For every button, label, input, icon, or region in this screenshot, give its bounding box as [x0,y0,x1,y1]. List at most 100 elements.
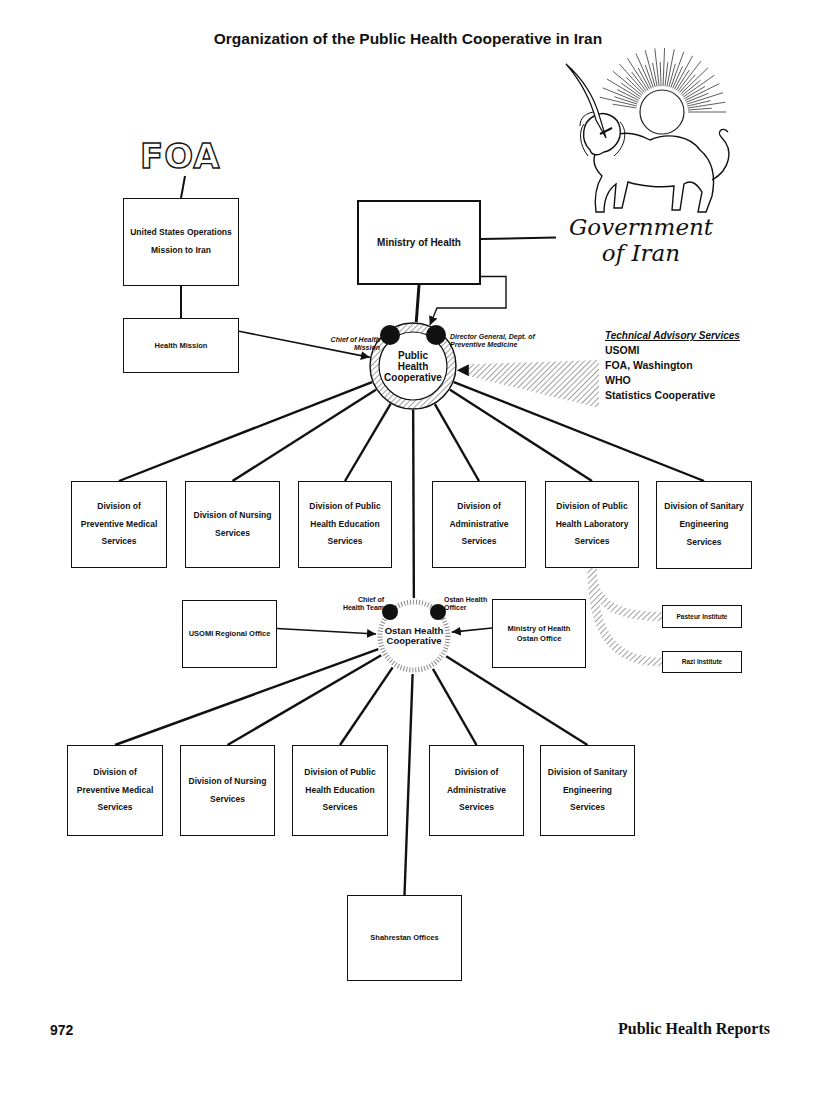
sun-ray [600,97,637,106]
connector [450,390,592,481]
node-text: Division of Administrative Services [435,764,518,818]
sun-ray [626,77,643,94]
sun-ray [603,88,638,102]
node-text: Ministry of Health [377,236,461,250]
officer-dot [430,604,446,620]
connector [433,669,477,745]
node-text: Division of Public Health Laboratory Ser… [551,498,633,552]
node-text: USOMI [605,343,765,358]
beam-shading [469,360,599,408]
node-text: United States Operations Mission to Iran [129,224,233,260]
connector [181,176,185,198]
org-box: Division of Sanitary Engineering Service… [656,481,752,569]
sun-ray [632,72,646,91]
node-text: Shahrestan Offices [370,933,438,943]
org-box: Division of Nursing Services [185,481,280,568]
sun-ray [660,62,662,86]
node-text: Division of Nursing Services [191,507,274,543]
node-text: Technical Advisory Services [605,328,765,343]
node-text: Government of Iran [556,214,726,266]
officer-label: Chief of Health Mission [318,336,380,352]
sun-ray [687,93,723,104]
org-box: United States Operations Mission to Iran [123,198,239,286]
circle-text-holder: Public Health Cooperative [369,322,457,410]
advisory-beam [457,360,599,408]
officer-dot [426,325,446,345]
cooperative-circle: Public Health Cooperative [369,322,457,410]
node-text: WHO [605,373,765,388]
connector [180,286,182,318]
node-text: Razi Institute [682,658,722,666]
node-text: Ostan Health Cooperative [384,626,444,647]
node-text: FOA [140,136,230,176]
connector [340,667,393,745]
node-text: Division of Administrative Services [438,498,520,552]
node-text: USOMI Regional Office [189,629,271,639]
shaded-link [592,568,662,617]
circle-text-holder: Ostan Health Cooperative [376,598,452,674]
page-number: 972 [50,1022,110,1038]
sun-ray [682,80,701,95]
org-box: Pasteur Institute [662,605,742,628]
sun-ray [653,63,658,87]
org-box: Ministry of Health [357,200,481,285]
sun-ray [663,48,665,86]
sun-ray [636,54,651,89]
officer-dot [380,325,400,345]
org-box: Division of Public Health Education Serv… [298,481,392,568]
connector [452,628,492,632]
sun-ray [607,79,640,99]
node-text: Statistics Cooperative [605,388,765,403]
org-box: Ministry of Health Ostan Office [492,599,586,668]
officer-dot [382,604,398,620]
agency-logo: FOA [140,136,230,176]
connector [239,331,370,357]
sun-ray [655,48,659,86]
node-text: Ministry of Health Ostan Office [498,624,580,644]
org-box: Division of Sanitary Engineering Service… [540,745,635,836]
org-box: Division of Preventive Medical Services [71,481,167,568]
lion-head [584,114,621,155]
connector [345,404,391,481]
node-text: Public Health Cooperative [382,350,444,383]
diagram-title: Organization of the Public Health Cooper… [0,30,816,48]
node-text: Division of Preventive Medical Services [77,498,161,552]
sun-ray [620,64,645,92]
org-box: Razi Institute [662,651,742,673]
shaded-link [592,568,662,662]
officer-label: Director General, Dept. of Preventive Me… [450,333,570,349]
connector [277,629,376,634]
connector [446,656,587,745]
cooperative-circle: Ostan Health Cooperative [376,598,452,674]
connector [481,237,556,239]
sun-disc [640,90,684,134]
org-box: Division of Administrative Services [432,481,526,568]
connector [119,382,372,481]
connector [405,674,413,895]
node-text: Division of Sanitary Engineering Service… [662,498,746,552]
sword-guard [600,128,612,134]
officer-label: Chief of Health Team [340,596,384,612]
officer-label: Ostan Health Officer [444,596,494,612]
node-text: Health Mission [155,341,208,351]
connector [412,410,415,598]
node-text: Division of Preventive Medical Services [73,764,157,818]
sun-ray [688,112,726,113]
advisory-list: Technical Advisory ServicesUSOMIFOA, Was… [605,328,765,403]
hatched-ring [370,323,456,409]
sun-ray [681,68,708,94]
sun-ray [685,84,719,101]
connector [435,404,479,481]
lion-tail [712,130,729,180]
node-text: Pasteur Institute [677,613,728,621]
sun-ray [688,102,726,108]
org-box: Division of Public Health Education Serv… [292,745,388,836]
org-box: USOMI Regional Office [182,600,277,668]
org-box: Division of Public Health Laboratory Ser… [545,481,639,568]
connector [228,655,382,745]
journal-name: Public Health Reports [560,1020,770,1038]
node-text: Division of Nursing Services [186,773,269,809]
node-text: Division of Public Health Education Serv… [298,764,382,818]
dotted-ring [380,602,448,670]
org-box: Health Mission [123,318,239,373]
